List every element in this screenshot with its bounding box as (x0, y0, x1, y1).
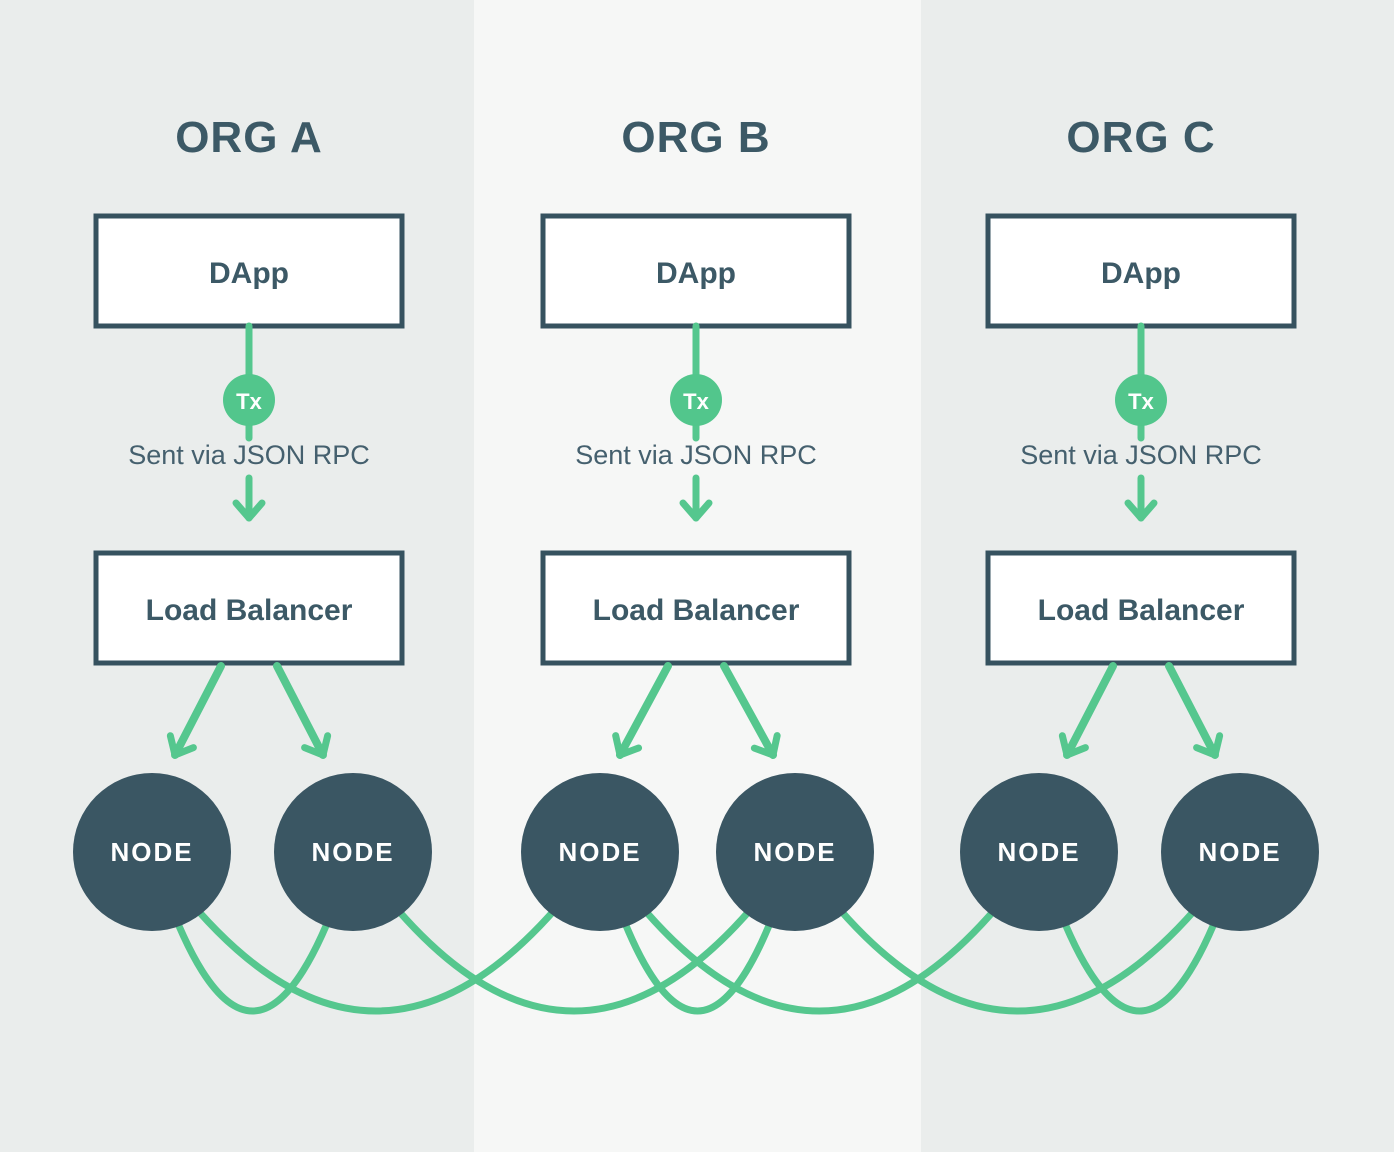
node-circle (716, 773, 874, 931)
node-5: NODE (960, 773, 1118, 931)
node-label: NODE (110, 837, 193, 867)
load-balancer-label: Load Balancer (146, 594, 353, 627)
node-label: NODE (311, 837, 394, 867)
lb-to-left-node-arrow (1058, 662, 1117, 759)
lb-to-right-node-arrow (273, 662, 332, 759)
p2p-link-arc-node1-node3 (148, 848, 604, 1015)
rpc-caption: Sent via JSON RPC (128, 440, 370, 470)
node-circle (274, 773, 432, 931)
p2p-link-arc-node1-node2 (148, 848, 357, 1015)
node-6: NODE (1161, 773, 1319, 931)
node-3: NODE (521, 773, 679, 931)
dapp-box (985, 213, 1297, 329)
lb-to-left-node-arrow (612, 662, 672, 759)
load-balancer-box (540, 550, 852, 666)
rpc-caption: Sent via JSON RPC (575, 440, 817, 470)
node-label: NODE (753, 837, 836, 867)
dapp-label: DApp (209, 257, 289, 290)
lb-to-right-node-arrow (1165, 662, 1224, 759)
dapp-label: DApp (656, 257, 736, 290)
org-b-group: ORG B DApp Tx Sent via JSON RPC Load Bal… (540, 113, 852, 759)
tx-badge-label: Tx (683, 389, 709, 414)
p2p-link-arc-node2-node4 (349, 848, 799, 1015)
node-label: NODE (558, 837, 641, 867)
p2p-link-arc-node3-node5 (596, 848, 1043, 1015)
dapp-label: DApp (1101, 257, 1181, 290)
p2p-link-arc-node5-node6 (1035, 848, 1244, 1015)
node-circle (521, 773, 679, 931)
node-1: NODE (73, 773, 231, 931)
node-label: NODE (997, 837, 1080, 867)
tx-badge (223, 374, 275, 426)
load-balancer-box (93, 550, 405, 666)
lb-to-left-node-arrow (166, 662, 225, 759)
node-circle (960, 773, 1118, 931)
node-4: NODE (716, 773, 874, 931)
org-c-group: ORG C DApp Tx Sent via JSON RPC Load Bal… (985, 113, 1297, 759)
node-label: NODE (1198, 837, 1281, 867)
org-title: ORG C (1066, 113, 1215, 162)
lb-to-right-node-arrow (720, 662, 781, 759)
node-circle (73, 773, 231, 931)
load-balancer-label: Load Balancer (593, 594, 800, 627)
node-2: NODE (274, 773, 432, 931)
tx-badge-label: Tx (1128, 389, 1154, 414)
tx-badge-label: Tx (236, 389, 262, 414)
dapp-box (540, 213, 852, 329)
org-a-group: ORG A DApp Tx Sent via JSON RPC Load Bal… (93, 113, 405, 759)
rpc-caption: Sent via JSON RPC (1020, 440, 1262, 470)
load-balancer-box (985, 550, 1297, 666)
tx-badge (670, 374, 722, 426)
p2p-link-arc-node4-node6 (791, 848, 1244, 1015)
org-title: ORG B (621, 113, 770, 162)
load-balancer-label: Load Balancer (1038, 594, 1245, 627)
node-circle (1161, 773, 1319, 931)
p2p-link-arc-node3-node4 (596, 848, 799, 1015)
org-title: ORG A (175, 113, 323, 162)
tx-badge (1115, 374, 1167, 426)
